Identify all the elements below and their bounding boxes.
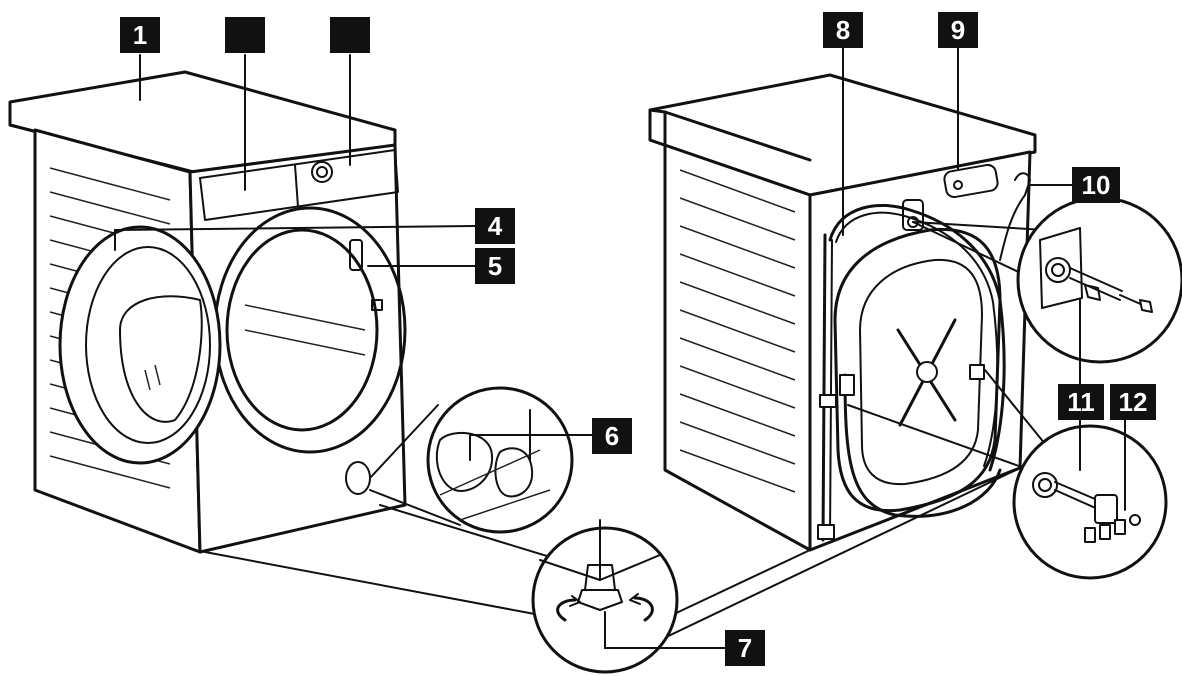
adjustable-foot-detail	[204, 467, 1021, 674]
callout-label-1: 1	[120, 17, 160, 53]
transit-bolt-detail-upper	[912, 196, 1182, 401]
svg-text:11: 11	[1067, 387, 1095, 417]
callout-label-4: 4	[475, 208, 515, 244]
callout-label-8: 8	[823, 12, 863, 48]
callout-label-7: 7	[725, 630, 765, 666]
svg-text:12: 12	[1119, 387, 1148, 417]
svg-text:6: 6	[605, 421, 619, 451]
open-door	[58, 225, 222, 465]
callout-label-3	[330, 17, 370, 53]
callout-label-6: 6	[592, 418, 632, 454]
svg-text:4: 4	[488, 211, 503, 241]
callout-label-10: 10	[1072, 167, 1120, 203]
transit-bolt-detail-lower	[847, 369, 1168, 580]
svg-text:8: 8	[836, 15, 850, 45]
front-view-machine	[8, 70, 407, 554]
callout-label-11: 11	[1058, 384, 1104, 420]
svg-text:9: 9	[951, 15, 965, 45]
svg-text:10: 10	[1082, 170, 1111, 200]
callout-label-9: 9	[938, 12, 978, 48]
callout-label-2	[225, 17, 265, 53]
svg-text:7: 7	[738, 633, 752, 663]
rear-side-vents	[679, 169, 796, 493]
svg-text:5: 5	[488, 251, 502, 281]
leader-lines	[114, 47, 1126, 649]
service-flap-detail	[369, 386, 574, 534]
callout-label-5: 5	[475, 248, 515, 284]
svg-text:1: 1	[133, 20, 147, 50]
callout-label-12: 12	[1110, 384, 1156, 420]
